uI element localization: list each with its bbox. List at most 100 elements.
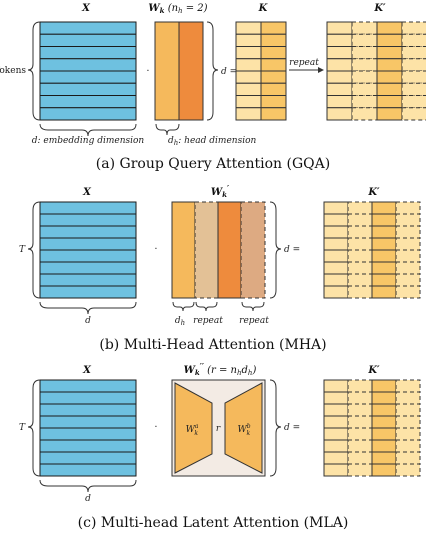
dot-b: · (154, 244, 157, 255)
d-brace-b (39, 301, 137, 315)
x-matrix-c (39, 379, 137, 477)
k-cell (260, 82, 287, 96)
k-cell (371, 213, 397, 227)
k-cell (401, 82, 426, 96)
d-brace-c (39, 479, 137, 493)
x-row (39, 95, 137, 109)
wk-col-3-b (217, 201, 242, 299)
wk-col-2-a (178, 21, 204, 121)
kp-label-b: K′ (367, 187, 380, 198)
caption-a: (a) Group Query Attention (GQA) (96, 156, 330, 172)
embed-brace (39, 123, 137, 137)
x-row (39, 285, 137, 299)
wka-trapezoid (174, 382, 213, 474)
k-cell (323, 427, 349, 441)
k-matrix-a (235, 21, 287, 121)
k-cell (323, 213, 349, 227)
k-label-a: K (258, 3, 269, 14)
kp-matrix-b (323, 201, 421, 299)
k-cell (376, 21, 403, 35)
dh-brace-b (172, 301, 195, 312)
x-row (39, 70, 137, 84)
k-cell (401, 21, 426, 35)
d-eq-b: d = (284, 245, 300, 255)
k-cell (371, 463, 397, 477)
k-cell (401, 58, 426, 72)
k-cell (395, 201, 421, 215)
x-row (39, 379, 137, 393)
wk-label-a: Wk (nh = 2) (148, 3, 207, 15)
k-cell (260, 46, 287, 60)
k-cell (347, 201, 373, 215)
x-row (39, 463, 137, 477)
dot-a: · (146, 66, 149, 77)
k-cell (235, 95, 262, 109)
k-cell (401, 33, 426, 47)
k-cell (326, 82, 353, 96)
wk-d-brace-c (269, 379, 282, 477)
x-row (39, 107, 137, 121)
k-cell (323, 439, 349, 453)
wkb-trapezoid (224, 382, 263, 474)
repeat2-brace-b (241, 301, 265, 312)
k-cell (323, 379, 349, 393)
wk-col-1-b (171, 201, 196, 299)
tokens-brace (27, 21, 41, 121)
k-cell (351, 107, 378, 121)
k-cell (351, 82, 378, 96)
k-cell (326, 21, 353, 35)
k-cell (326, 46, 353, 60)
x-row (39, 451, 137, 465)
k-cell (351, 70, 378, 84)
k-cell (371, 273, 397, 287)
k-cell (401, 107, 426, 121)
repeat-arrowhead-a (318, 67, 324, 73)
k-cell (371, 451, 397, 465)
x-row (39, 273, 137, 287)
t-brace-b (27, 201, 41, 299)
k-cell (395, 415, 421, 429)
x-row (39, 201, 137, 215)
k-cell (235, 70, 262, 84)
x-row (39, 58, 137, 72)
k-cell (235, 107, 262, 121)
kp-label-c: K′ (367, 365, 380, 376)
k-cell (351, 58, 378, 72)
x-matrix-b (39, 201, 137, 299)
k-cell (371, 225, 397, 239)
k-cell (326, 70, 353, 84)
kp-matrix-a (326, 21, 426, 121)
k-cell (371, 391, 397, 405)
repeat1-brace-b (195, 301, 218, 312)
k-cell (323, 391, 349, 405)
k-cell (376, 95, 403, 109)
k-cell (395, 379, 421, 393)
x-row (39, 427, 137, 441)
k-cell (347, 285, 373, 299)
k-cell (323, 273, 349, 287)
k-cell (323, 415, 349, 429)
k-cell (351, 21, 378, 35)
k-cell (347, 451, 373, 465)
k-cell (395, 225, 421, 239)
repeat2-label-b: repeat (239, 316, 269, 326)
k-cell (235, 58, 262, 72)
t-brace-c (27, 379, 41, 477)
k-cell (376, 70, 403, 84)
k-cell (347, 379, 373, 393)
k-cell (351, 46, 378, 60)
k-cell (376, 46, 403, 60)
k-cell (235, 33, 262, 47)
x-label-a: X (81, 3, 91, 14)
k-cell (323, 261, 349, 275)
k-cell (347, 261, 373, 275)
panel-b: X T d · Wk′ d = dh repeat repeat K′ (b) … (19, 183, 421, 353)
k-cell (401, 70, 426, 84)
k-cell (326, 107, 353, 121)
x-matrix-a (39, 21, 137, 121)
k-cell (395, 213, 421, 227)
k-cell (260, 107, 287, 121)
